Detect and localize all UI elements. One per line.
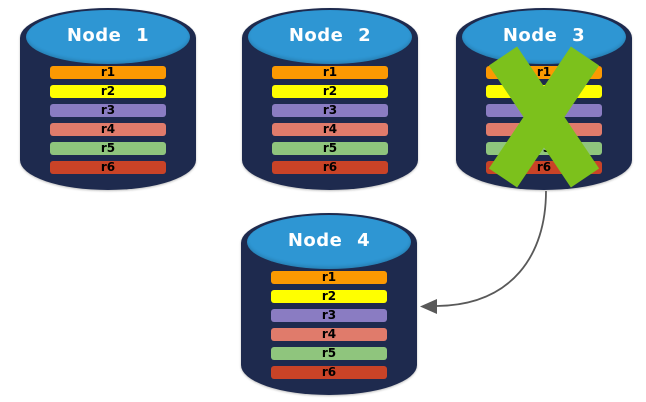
record-bar: r5 [271,347,387,360]
cylinder-top [26,10,190,64]
record-bar: r2 [272,85,388,98]
record-bar: r6 [271,366,387,379]
x-mark-icon [488,46,600,188]
cylinder-top [462,10,626,64]
record-bar: r3 [272,104,388,117]
record-bar: r2 [50,85,166,98]
node-title: Node 3 [502,24,586,46]
cylinder-top [247,215,411,269]
node-cylinder-4: Node 4 r1 r2 r3 r4 r5 r6 [241,213,417,395]
node-title: Node 4 [287,229,371,251]
record-bar: r4 [271,328,387,341]
record-bar: r5 [272,142,388,155]
record-list: r1 r2 r3 r4 r5 r6 [271,271,387,385]
record-bar: r6 [272,161,388,174]
record-bar: r4 [50,123,166,136]
node-cylinder-1: Node 1 r1 r2 r3 r4 r5 r6 [20,8,196,190]
record-list: r1 r2 r3 r4 r5 r6 [50,66,166,180]
record-list: r1 r2 r3 r4 r5 r6 [272,66,388,180]
node-title: Node 1 [66,24,150,46]
record-bar: r3 [271,309,387,322]
record-bar: r1 [50,66,166,79]
record-bar: r5 [50,142,166,155]
record-bar: r1 [271,271,387,284]
arrowhead-icon [420,299,437,314]
record-bar: r1 [272,66,388,79]
cylinder-top [248,10,412,64]
record-bar: r4 [272,123,388,136]
node-cylinder-2: Node 2 r1 r2 r3 r4 r5 r6 [242,8,418,190]
record-bar: r3 [50,104,166,117]
record-bar: r2 [271,290,387,303]
node-title: Node 2 [288,24,372,46]
record-bar: r6 [50,161,166,174]
